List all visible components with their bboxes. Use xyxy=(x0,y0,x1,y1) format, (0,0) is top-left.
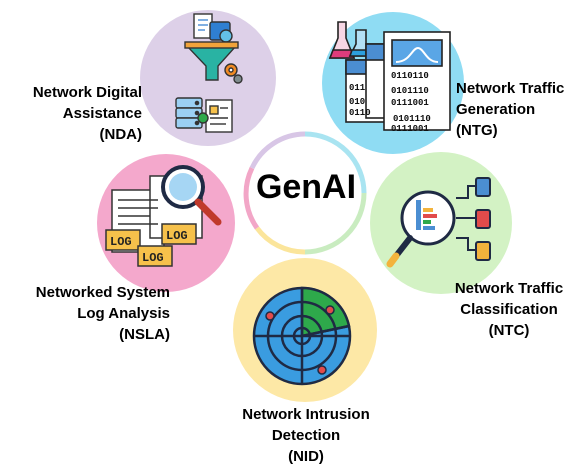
ntg-label-line-2: Generation xyxy=(456,101,536,118)
nid-label-line-2: Detection xyxy=(271,427,341,444)
nsla-label-line-2: Log Analysis xyxy=(77,305,170,322)
ntg-label-line-3: (NTG) xyxy=(456,122,498,139)
nsla-label-line-1: Networked System xyxy=(35,284,170,301)
nda-label-line-1: Network Digital xyxy=(32,84,142,101)
nsla-log-tag-3: LOG xyxy=(142,251,164,265)
nda-label-line-3: (NDA) xyxy=(99,126,143,143)
center-title: GenAI xyxy=(255,168,357,206)
nid-label-line-3: (NID) xyxy=(288,448,324,465)
ntg-code-front-line-2: 0101110 xyxy=(391,86,429,96)
nsla-label: Networked System Log Analysis (NSLA) xyxy=(0,282,170,345)
ntg-code-front-line-1: 0110110 xyxy=(391,71,429,81)
ntg-code-back-line-2: 0111001 xyxy=(391,124,429,134)
ntg-code-mid-line-3: 0110 xyxy=(349,108,371,118)
ntc-label-line-1: Network Traffic xyxy=(454,280,564,297)
ntg-label: Network Traffic Generation (NTG) xyxy=(456,78,586,141)
nid-label: Network Intrusion Detection (NID) xyxy=(216,404,396,467)
ntg-code-back-line-1: 0101110 xyxy=(393,114,431,124)
nid-label-line-1: Network Intrusion xyxy=(242,406,370,423)
ntg-label-line-1: Network Traffic xyxy=(456,80,565,97)
ntc-label-line-3: (NTC) xyxy=(488,322,530,339)
ntg-code-front-line-3: 0111001 xyxy=(391,98,429,108)
ntg-code-mid-line-2: 010 xyxy=(349,97,365,107)
nda-label-line-2: Assistance xyxy=(62,105,142,122)
nsla-label-line-3: (NSLA) xyxy=(119,326,170,343)
nsla-log-tag-1: LOG xyxy=(110,235,132,249)
nsla-log-tag-2: LOG xyxy=(166,229,188,243)
nda-label: Network Digital Assistance (NDA) xyxy=(0,82,142,145)
genai-ring xyxy=(243,131,367,255)
ntc-label: Network Traffic Classification (NTC) xyxy=(434,278,584,341)
ntc-label-line-2: Classification xyxy=(460,301,558,318)
ntg-code-mid-line-1: 011 xyxy=(349,83,366,93)
